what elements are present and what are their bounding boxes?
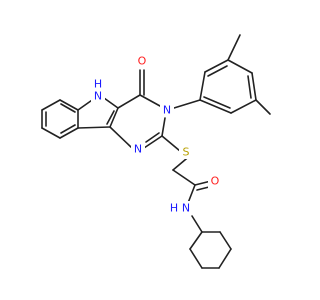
bond <box>204 59 229 73</box>
bond <box>203 96 231 109</box>
molecule-diagram: N H O N N S O H N <box>41 34 271 269</box>
label-bg <box>179 145 193 159</box>
amide-nitrogen-label: N <box>182 202 190 215</box>
bond <box>207 65 228 77</box>
bond <box>161 135 181 152</box>
label-bg <box>131 142 145 156</box>
bond <box>189 231 203 250</box>
bond <box>60 124 76 134</box>
label-bg <box>170 201 192 215</box>
bond <box>219 231 232 250</box>
bond <box>109 107 119 128</box>
bond <box>189 248 203 269</box>
amide-oxygen-label: O <box>211 175 220 188</box>
amide-hydrogen-label: H <box>170 202 178 215</box>
n1-nitrogen-label: N <box>134 143 142 156</box>
bond <box>139 94 161 107</box>
bond <box>218 248 232 269</box>
bond <box>41 99 61 111</box>
bond <box>103 97 119 109</box>
bond <box>199 99 232 114</box>
bond <box>173 99 201 109</box>
bond <box>145 132 160 143</box>
bond <box>59 99 79 111</box>
bond <box>199 71 206 101</box>
ring-oxygen-label: O <box>138 55 147 68</box>
label-bg <box>160 103 174 117</box>
indole-nitrogen-label: N <box>94 90 102 103</box>
bond <box>41 127 61 139</box>
bond <box>109 126 133 149</box>
bond <box>255 99 271 115</box>
bond <box>77 126 111 129</box>
label-bg <box>91 88 105 102</box>
bond <box>191 215 203 233</box>
bond <box>106 110 115 125</box>
bond <box>59 127 79 139</box>
bond <box>247 75 252 99</box>
bond <box>172 169 196 186</box>
bonds <box>41 34 271 269</box>
n3-nitrogen-label: N <box>163 104 171 117</box>
bond <box>227 34 241 61</box>
bond <box>230 99 257 114</box>
atom-labels: N H O N N S O H N <box>91 54 222 215</box>
label-bg <box>135 54 149 68</box>
sulfur-label: S <box>183 146 190 159</box>
bond <box>117 94 141 109</box>
bond <box>227 59 253 74</box>
label-bg <box>208 174 222 188</box>
bond <box>161 117 166 137</box>
bond <box>187 184 196 204</box>
bond <box>251 72 257 101</box>
indole-hydrogen-label: H <box>94 78 102 91</box>
bond <box>60 103 76 113</box>
bond <box>143 135 163 149</box>
